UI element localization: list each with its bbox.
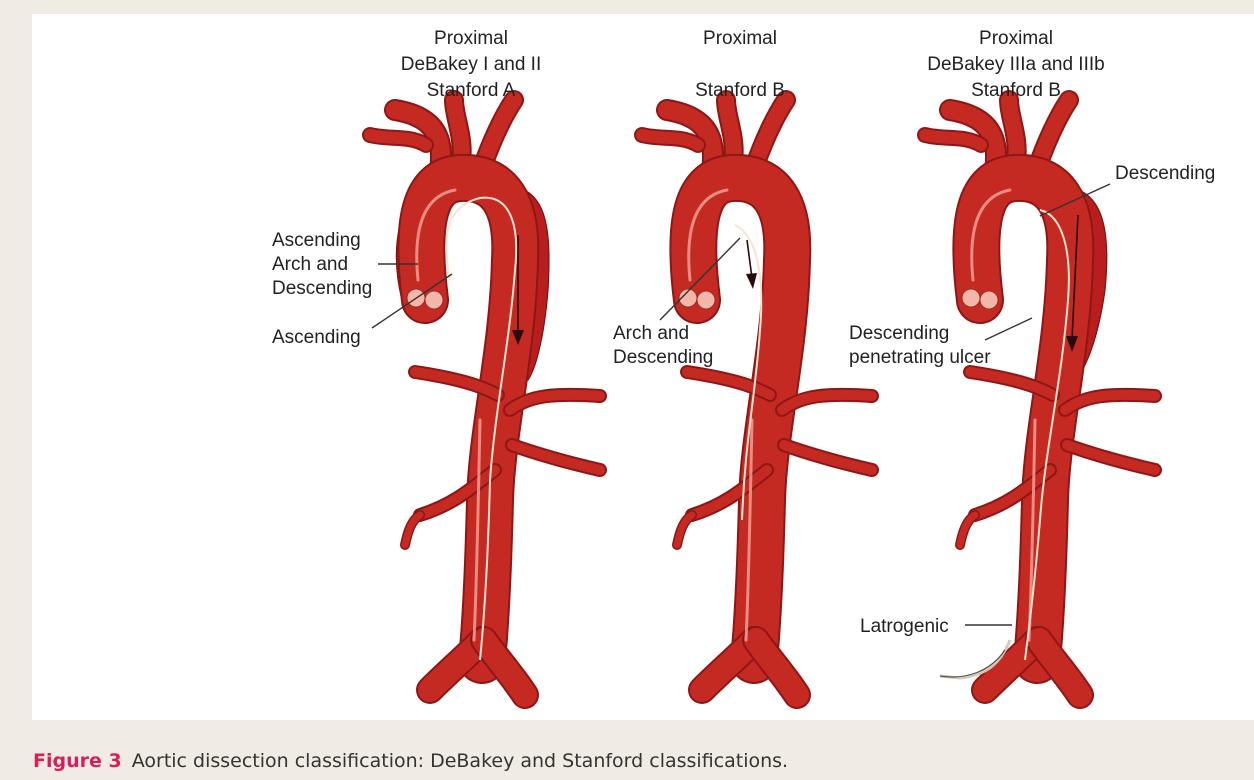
figure-caption: Figure 3 Aortic dissection classification… xyxy=(33,750,788,772)
aorta-stanford-a xyxy=(370,100,600,695)
header-3-line-2: DeBakey IIIa and IIIb xyxy=(927,54,1104,75)
svg-text:Descending: Descending xyxy=(272,278,372,299)
svg-text:Descending: Descending xyxy=(849,323,949,344)
label-ascending: Ascending xyxy=(272,327,361,348)
label-ascending-arch-descending: Ascending Arch and Descending xyxy=(272,230,372,299)
label-penetrating-ulcer: Descending penetrating ulcer xyxy=(849,323,991,368)
svg-text:penetrating ulcer: penetrating ulcer xyxy=(849,347,991,368)
header-1-line-2: DeBakey I and II xyxy=(401,54,541,75)
header-panel-3: Proximal DeBakey IIIa and IIIb Stanford … xyxy=(927,28,1104,101)
svg-text:Descending: Descending xyxy=(613,347,713,368)
header-1-line-3: Stanford A xyxy=(427,80,516,101)
header-3-line-3: Stanford B xyxy=(971,80,1061,101)
svg-text:Ascending: Ascending xyxy=(272,230,361,251)
label-arch-descending: Arch and Descending xyxy=(613,323,713,368)
label-descending: Descending xyxy=(1115,163,1215,184)
aorta-stanford-b xyxy=(642,100,872,695)
header-2-line-1: Proximal xyxy=(703,28,777,49)
caption-text: Aortic dissection classification: DeBake… xyxy=(132,750,788,772)
header-2-line-3: Stanford B xyxy=(695,80,785,101)
aorta-stanford-b-type3 xyxy=(925,100,1155,695)
svg-text:Arch and: Arch and xyxy=(272,254,348,275)
svg-text:Arch and: Arch and xyxy=(613,323,689,344)
figure-number: Figure 3 xyxy=(33,750,122,772)
header-3-line-1: Proximal xyxy=(979,28,1053,49)
header-1-line-1: Proximal xyxy=(434,28,508,49)
header-panel-1: Proximal DeBakey I and II Stanford A xyxy=(401,28,541,101)
label-iatrogenic: Latrogenic xyxy=(860,616,949,637)
header-panel-2: Proximal Stanford B xyxy=(695,28,785,101)
